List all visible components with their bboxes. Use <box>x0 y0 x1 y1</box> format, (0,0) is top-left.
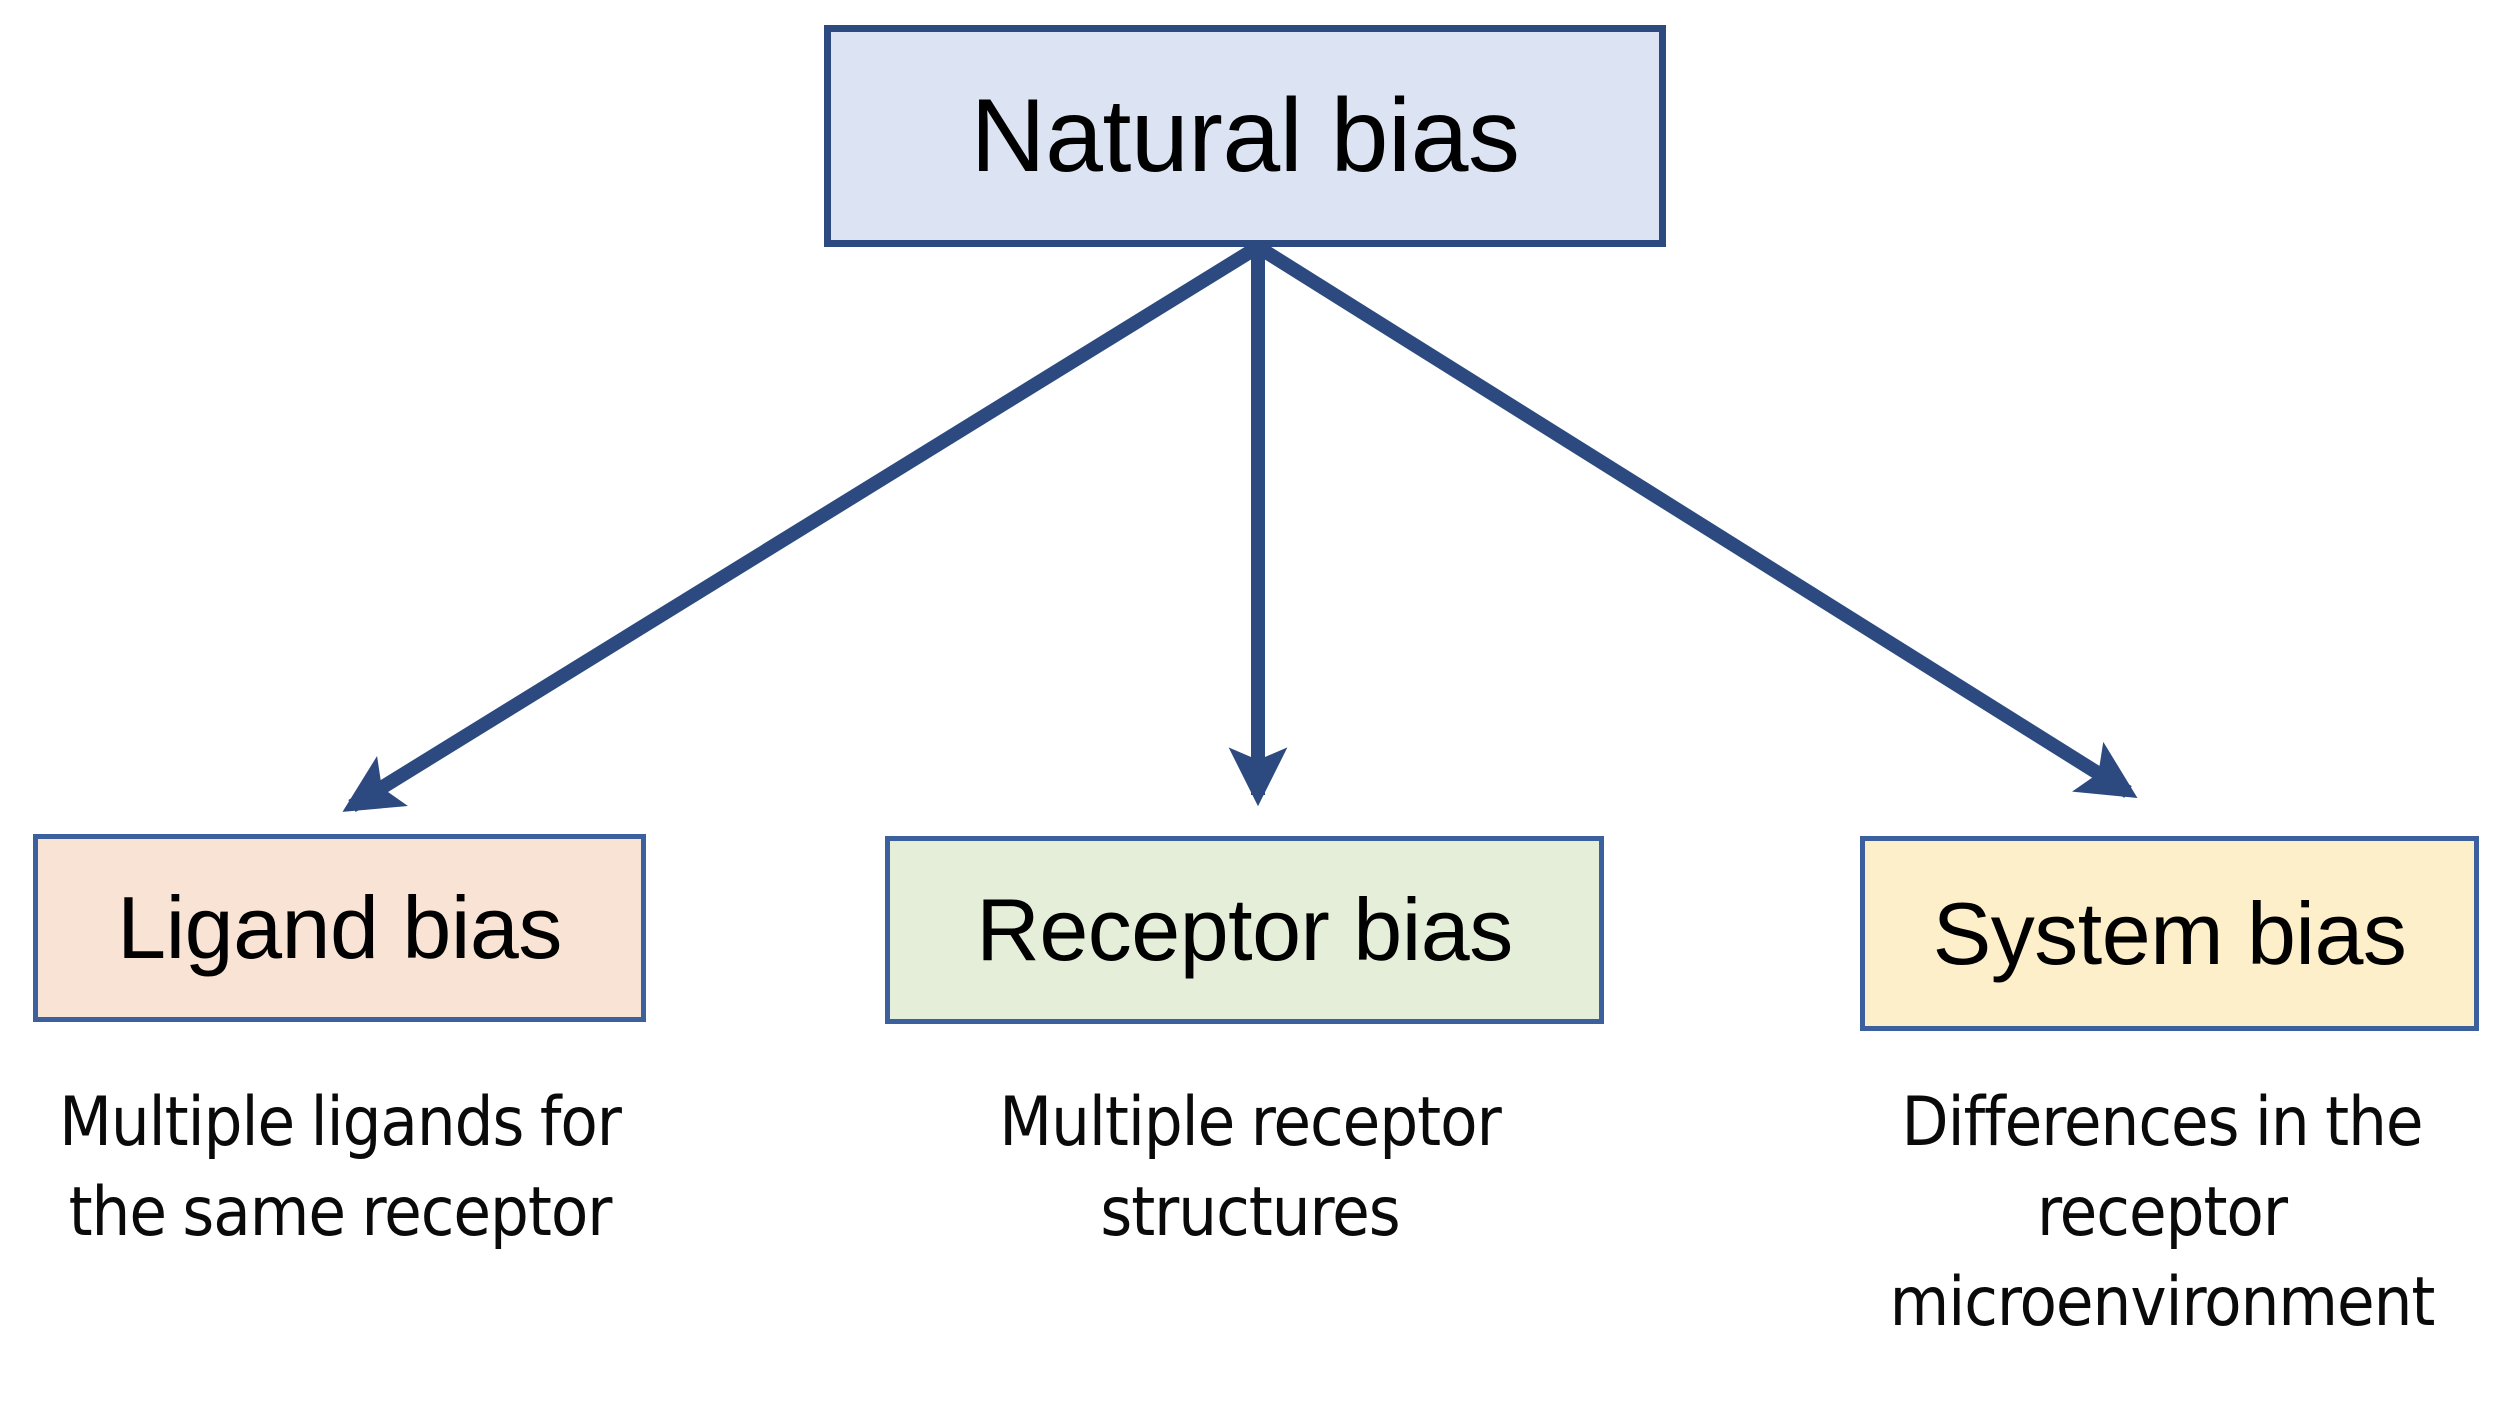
node-system-bias-label: System bias <box>1932 883 2407 983</box>
node-system-bias: System bias <box>1860 836 2479 1031</box>
node-receptor-bias-label: Receptor bias <box>976 880 1513 979</box>
node-natural-bias: Natural bias <box>824 25 1666 247</box>
node-ligand-bias-label: Ligand bias <box>117 878 562 977</box>
arrow-to-system-bias <box>1254 241 2138 798</box>
node-receptor-bias: Receptor bias <box>885 836 1604 1024</box>
node-natural-bias-label: Natural bias <box>970 78 1520 194</box>
caption-receptor-bias: Multiple receptor structures <box>999 1083 1501 1252</box>
node-ligand-bias: Ligand bias <box>33 834 646 1022</box>
caption-ligand-bias: Multiple ligands for the same receptor <box>59 1083 622 1252</box>
caption-system-bias: Differences in the receptor microenviron… <box>1889 1083 2436 1342</box>
arrow-to-ligand-bias <box>342 241 1262 812</box>
